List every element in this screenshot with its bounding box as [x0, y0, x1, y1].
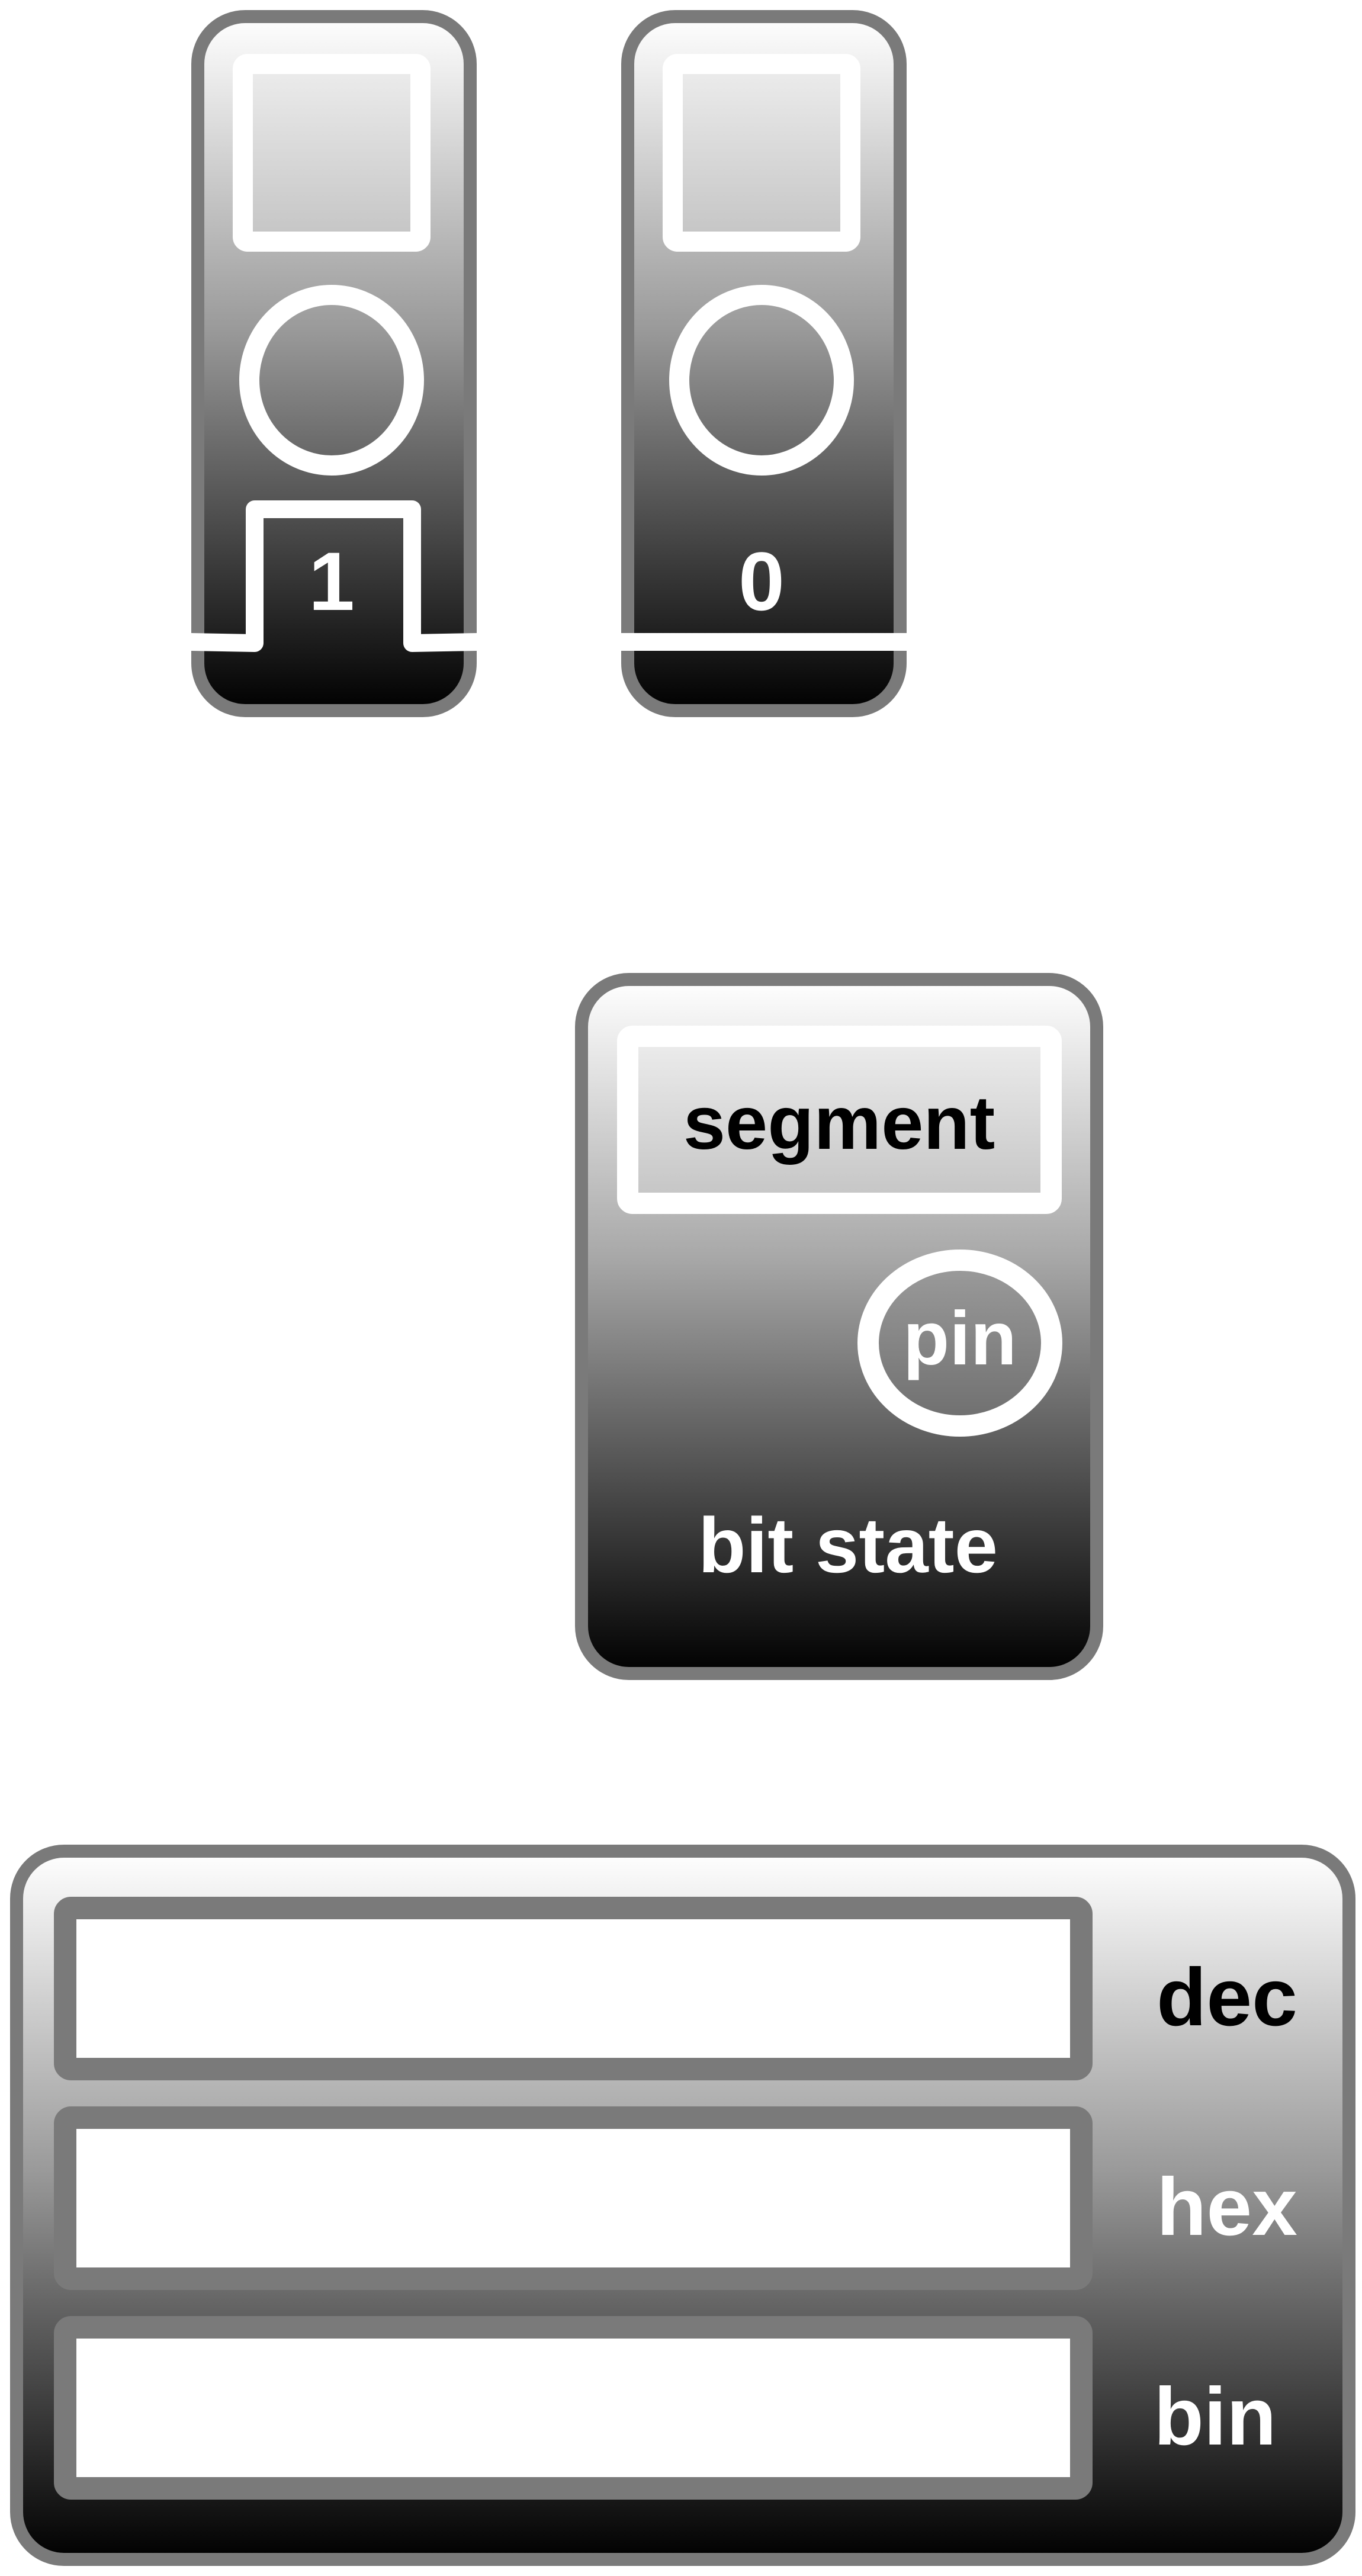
legend-segment: [617, 1026, 1062, 1214]
bin-field[interactable]: [54, 2316, 1093, 2500]
bit-tile-1-high-signal: [190, 500, 478, 652]
legend-pin: [857, 1250, 1062, 1437]
hex-label: hex: [1157, 2161, 1297, 2253]
converter-panel: dec hex bin: [10, 1845, 1355, 2566]
legend-segment-label: segment: [683, 1081, 995, 1165]
bit-tile-1-segment: [233, 54, 431, 252]
legend-caption: bit state: [698, 1502, 998, 1589]
bit-tile-1-label: 1: [309, 535, 355, 628]
dec-field[interactable]: [54, 1897, 1093, 2080]
bit-tile-1-pin: [239, 285, 424, 476]
dec-label: dec: [1157, 1952, 1297, 2043]
bit-tile-1[interactable]: 1: [190, 10, 478, 717]
legend-pin-label: pin: [903, 1296, 1017, 1381]
bit-tile-0[interactable]: 0: [621, 10, 907, 717]
bin-label: bin: [1154, 2371, 1277, 2462]
bit-tile-0-label: 0: [738, 535, 785, 628]
legend-tile: segment pin bit state: [575, 973, 1103, 1680]
hex-field[interactable]: [54, 2106, 1093, 2290]
bit-tile-0-pin: [669, 285, 854, 476]
bit-tile-0-segment: [663, 54, 860, 252]
